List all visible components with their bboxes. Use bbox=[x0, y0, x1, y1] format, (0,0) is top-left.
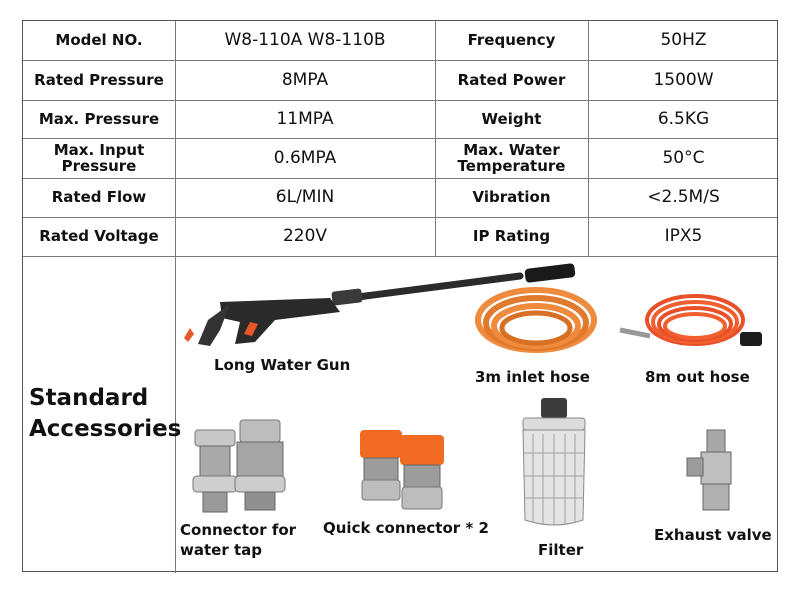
caption-quick-connector: Quick connector * 2 bbox=[323, 519, 489, 537]
exhaust-valve-icon bbox=[686, 429, 732, 511]
caption-out-hose: 8m out hose bbox=[645, 368, 750, 386]
spec-table: Model NO. W8-110A W8-110B Frequency 50HZ… bbox=[22, 20, 778, 573]
spec-value-ip-rating: IPX5 bbox=[664, 226, 703, 247]
caption-tap-connector: Connector for water tap bbox=[180, 520, 296, 561]
water-gun-icon bbox=[184, 263, 576, 346]
accessories-title-line2: Accessories bbox=[29, 416, 182, 443]
spec-value-rated-pressure: 8MPA bbox=[281, 69, 329, 90]
spec-label-rated-power: Rated Power bbox=[457, 70, 566, 89]
caption-inlet-hose: 3m inlet hose bbox=[475, 368, 590, 386]
caption-tap-connector-line1: Connector for bbox=[180, 521, 297, 539]
accessories-title: Standard Accessories bbox=[29, 383, 182, 445]
spec-value-rated-power: 1500W bbox=[653, 69, 714, 90]
spec-value-rated-voltage: 220V bbox=[282, 226, 328, 247]
spec-label-weight: Weight bbox=[481, 109, 542, 128]
spec-label-rated-pressure: Rated Pressure bbox=[34, 70, 164, 89]
caption-filter: Filter bbox=[538, 541, 584, 559]
spec-value-frequency: 50HZ bbox=[660, 30, 707, 51]
spec-label-max-water-temperature: Max. Water Temperature bbox=[457, 140, 566, 175]
spec-label-ip-rating: IP Rating bbox=[472, 227, 551, 246]
spec-value-model: W8-110A W8-110B bbox=[224, 30, 386, 51]
spec-value-max-water-temperature: 50°C bbox=[662, 147, 705, 168]
tap-connector-icon bbox=[192, 419, 286, 513]
caption-tap-connector-line2: water tap bbox=[180, 541, 262, 560]
spec-label-rated-flow: Rated Flow bbox=[51, 188, 147, 207]
spec-value-max-pressure: 11MPA bbox=[276, 108, 334, 129]
spec-label-max-input-pressure: Max. Input Pressure bbox=[53, 140, 145, 175]
spec-value-weight: 6.5KG bbox=[657, 108, 710, 129]
spec-label-frequency: Frequency bbox=[467, 31, 556, 50]
filter-icon bbox=[522, 398, 586, 526]
spec-label-model: Model NO. bbox=[55, 31, 143, 50]
spec-value-rated-flow: 6L/MIN bbox=[275, 187, 335, 208]
caption-exhaust-valve: Exhaust valve bbox=[654, 526, 772, 544]
spec-value-max-input-pressure: 0.6MPA bbox=[273, 147, 337, 168]
out-hose-icon bbox=[619, 294, 762, 346]
caption-long-water-gun: Long Water Gun bbox=[214, 356, 351, 374]
accessories-title-line1: Standard bbox=[29, 385, 149, 411]
spec-label-max-pressure: Max. Pressure bbox=[38, 109, 160, 128]
spec-label-vibration: Vibration bbox=[472, 188, 551, 207]
spec-value-vibration: <2.5M/S bbox=[647, 187, 720, 208]
quick-connector-icon bbox=[360, 430, 444, 510]
spec-label-rated-voltage: Rated Voltage bbox=[39, 227, 159, 246]
inlet-hose-icon bbox=[475, 287, 597, 353]
